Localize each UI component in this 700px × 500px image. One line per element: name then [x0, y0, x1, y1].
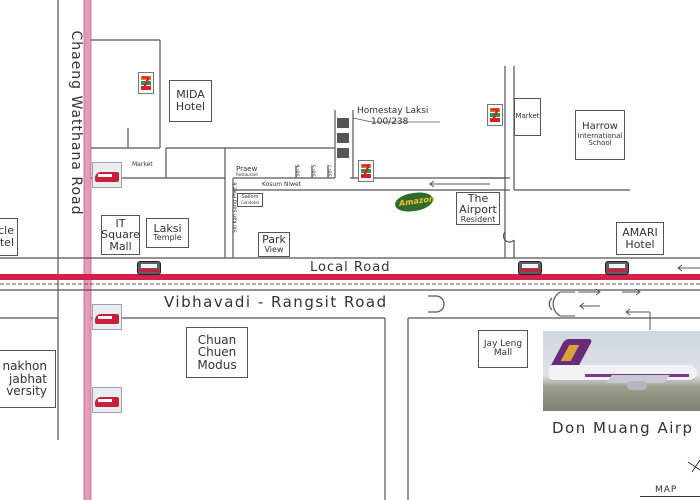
market-left-label: Market: [132, 161, 153, 168]
seven-eleven-icon: 7: [358, 160, 374, 182]
soi-phet-6-label: Soi Kan Sang Phet 6: [232, 182, 239, 233]
train-icon: [518, 261, 542, 275]
sailom-condotel: Sailom Condotel: [237, 193, 263, 207]
train-icon: [605, 261, 629, 275]
footer-rule: [640, 496, 700, 497]
soi-5-label: Soi 5: [311, 164, 318, 177]
chuan-chuen-modus: Chuan Chuen Modus: [186, 327, 248, 378]
train-station-icon: [92, 304, 122, 330]
it-square-mall: IT Square Mall: [101, 215, 140, 255]
rail-line: [0, 274, 700, 280]
mida-hotel: MIDA Hotel: [169, 80, 212, 122]
local-road-label: Local Road: [310, 260, 391, 275]
seven-eleven-icon: 7: [487, 104, 503, 126]
chaeng-watthana-road-label: Chaeng Watthana Road: [68, 30, 84, 216]
amari-hotel: AMARI Hotel: [616, 222, 664, 255]
homestay-laksi-label: Homestay Laksi 100/238: [357, 106, 429, 128]
hotel-left: cle tel: [0, 218, 18, 256]
map-footer-label: MAP: [655, 485, 678, 495]
rajabhat-university: nakhon jabhat versity: [0, 350, 56, 408]
praew-restaurant-label: Praew Restaurant: [236, 165, 258, 177]
laksi-temple: Laksi Temple: [146, 218, 189, 248]
seven-eleven-icon: 7: [138, 72, 154, 94]
chaeng-watthana-road: [84, 0, 91, 500]
park-view: Park View: [258, 232, 290, 257]
soi-6-label: Soi 6: [295, 164, 302, 177]
soi-7-label: Soi 7: [327, 164, 334, 177]
jay-leng-mall: Jay Leng Mall: [478, 330, 528, 368]
train-icon: [137, 261, 161, 275]
harrow-international-school: Harrow International School: [575, 110, 625, 160]
market-right: Market: [514, 98, 541, 136]
train-station-icon: [92, 162, 122, 188]
airport-resident: The Airport Resident: [456, 192, 500, 225]
airplane-photo: [543, 331, 700, 411]
kosum-niwet-label: Kosum Niwet: [262, 181, 302, 188]
vibhavadi-road-label: Vibhavadi - Rangsit Road: [164, 293, 388, 311]
train-station-icon: [92, 387, 122, 413]
don-muang-airport-label: Don Muang Airp: [552, 419, 694, 437]
